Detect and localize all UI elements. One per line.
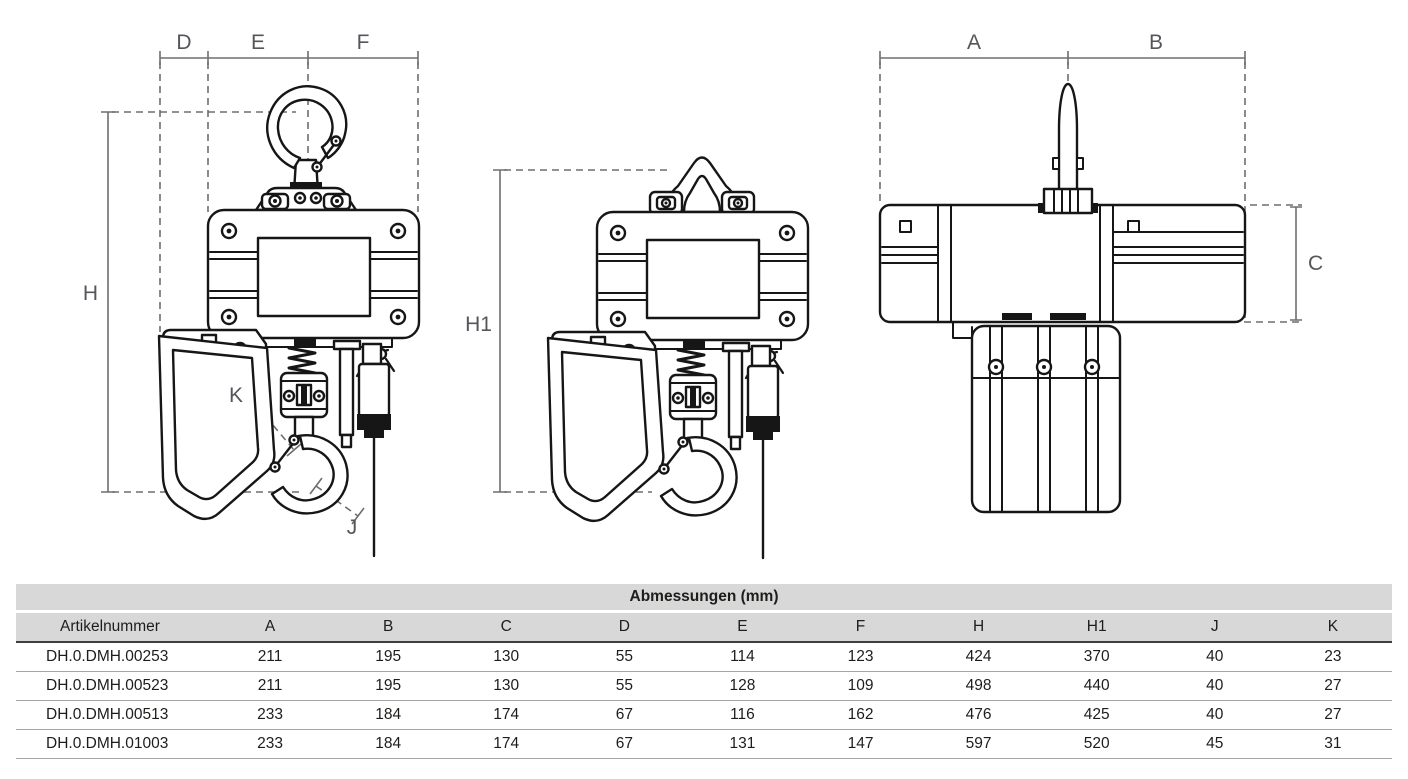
dimension-value-cell: 40: [1155, 671, 1274, 701]
dimension-value-cell: 233: [211, 729, 330, 759]
table-title: Abmessungen (mm): [16, 584, 1392, 613]
dimension-value-cell: 597: [919, 729, 1038, 759]
dimension-value-cell: 109: [801, 671, 920, 701]
top-hook: [266, 85, 348, 194]
col-header-h: H: [919, 611, 1038, 643]
technical-drawings: D E F H K J H1 A B C: [83, 31, 1323, 560]
dimension-value-cell: 45: [1155, 729, 1274, 759]
col-header-d: D: [565, 611, 684, 643]
artikelnummer-cell: DH.0.DMH.00523: [16, 671, 211, 701]
dimension-value-cell: 130: [447, 671, 566, 701]
dim-label-k: K: [229, 384, 243, 407]
dimension-value-cell: 424: [919, 642, 1038, 672]
dim-label-h: H: [83, 282, 98, 305]
col-header-j: J: [1155, 611, 1274, 643]
col-header-b: B: [329, 611, 448, 643]
dimension-value-cell: 31: [1273, 729, 1392, 759]
dimension-value-cell: 116: [683, 700, 802, 730]
dimension-value-cell: 195: [329, 642, 448, 672]
suspension-bracket: [254, 182, 358, 212]
dim-label-d: D: [176, 31, 191, 54]
dimension-value-cell: 174: [447, 700, 566, 730]
front-view-hook-drawing: [157, 85, 421, 558]
dimension-value-cell: 370: [1037, 642, 1156, 672]
dimension-value-cell: 23: [1273, 642, 1392, 672]
lower-mechanism: [546, 330, 785, 560]
dim-label-h1: H1: [465, 313, 492, 336]
dimension-value-cell: 184: [329, 729, 448, 759]
hook-blade: [1038, 82, 1098, 215]
dimension-value-cell: 67: [565, 729, 684, 759]
dimension-value-cell: 498: [919, 671, 1038, 701]
col-header-h1: H1: [1037, 611, 1156, 643]
dimension-value-cell: 174: [447, 729, 566, 759]
artikelnummer-cell: DH.0.DMH.01003: [16, 729, 211, 759]
col-header-f: F: [801, 611, 920, 643]
dim-label-a: A: [967, 31, 981, 54]
dimension-value-cell: 114: [683, 642, 802, 672]
dimension-value-cell: 55: [565, 642, 684, 672]
suspension-eye: [648, 156, 756, 216]
artikelnummer-cell: DH.0.DMH.00513: [16, 700, 211, 730]
lower-mechanism: [157, 328, 396, 558]
dimension-value-cell: 40: [1155, 700, 1274, 730]
dimension-value-cell: 55: [565, 671, 684, 701]
dimension-value-cell: 520: [1037, 729, 1156, 759]
dimension-value-cell: 195: [329, 671, 448, 701]
dimension-value-cell: 131: [683, 729, 802, 759]
dimension-value-cell: 40: [1155, 642, 1274, 672]
artikelnummer-cell: DH.0.DMH.00253: [16, 642, 211, 672]
dimension-value-cell: 27: [1273, 700, 1392, 730]
dim-label-f: F: [357, 31, 370, 54]
dimension-label-group: D E F H K J H1 A B C: [83, 31, 1323, 539]
dimension-value-cell: 211: [211, 642, 330, 672]
col-header-c: C: [447, 611, 566, 643]
dim-label-b: B: [1149, 31, 1163, 54]
dimension-value-cell: 211: [211, 671, 330, 701]
dimension-value-cell: 162: [801, 700, 920, 730]
hoist-housing: [206, 208, 421, 349]
dimension-value-cell: 123: [801, 642, 920, 672]
col-header-a: A: [211, 611, 330, 643]
dimension-value-cell: 67: [565, 700, 684, 730]
dim-label-e: E: [251, 31, 265, 54]
dimension-value-cell: 128: [683, 671, 802, 701]
dim-label-j: J: [347, 516, 358, 539]
dimension-value-cell: 130: [447, 642, 566, 672]
dimension-value-cell: 425: [1037, 700, 1156, 730]
dimension-value-cell: 233: [211, 700, 330, 730]
front-view-eye-drawing: [546, 156, 810, 560]
col-header-e: E: [683, 611, 802, 643]
chain-container: [970, 324, 1122, 514]
dim-label-c: C: [1308, 252, 1323, 275]
dimension-value-cell: 184: [329, 700, 448, 730]
dimension-value-cell: 440: [1037, 671, 1156, 701]
side-view-drawing: [878, 82, 1247, 514]
dimension-value-cell: 147: [801, 729, 920, 759]
col-header-artikelnummer: Artikelnummer: [16, 611, 211, 643]
dimension-value-cell: 27: [1273, 671, 1392, 701]
dimension-value-cell: 476: [919, 700, 1038, 730]
col-header-k: K: [1273, 611, 1392, 643]
hoist-housing: [595, 210, 810, 351]
